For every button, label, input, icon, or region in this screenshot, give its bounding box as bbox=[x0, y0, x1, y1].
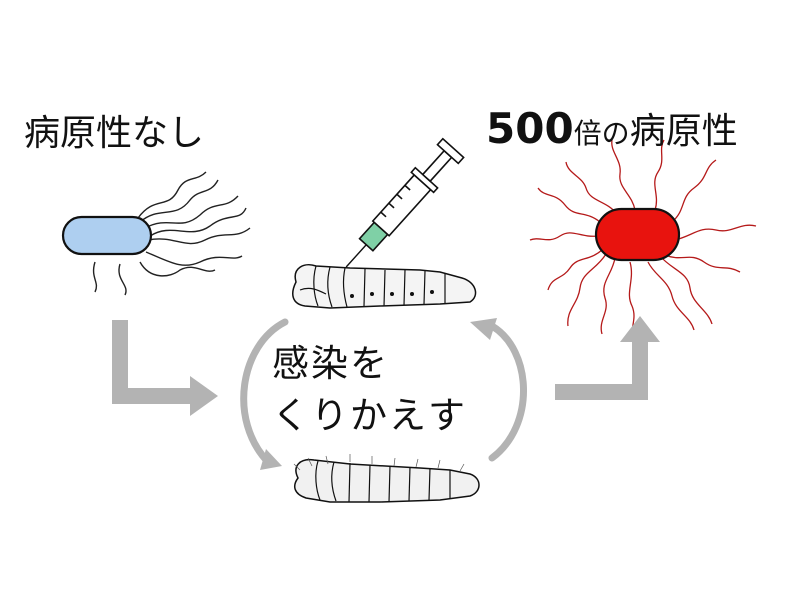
benign-bacterium-icon bbox=[61, 171, 251, 296]
silkworm-icon bbox=[292, 264, 477, 309]
cycle-arrowhead-left bbox=[260, 449, 282, 470]
no-pathogenicity-label: 病原性なし bbox=[24, 113, 205, 154]
pathogenicity-word: 病原性 bbox=[629, 111, 738, 152]
center-line-1: 感染を bbox=[272, 342, 389, 385]
virulent-bacterium-icon bbox=[529, 139, 757, 343]
pathogenicity-500x-label: 500倍の病原性 bbox=[486, 102, 738, 154]
flow-arrow-right-icon bbox=[555, 316, 660, 400]
center-line-2: くりかえす bbox=[272, 394, 467, 437]
syringe-icon bbox=[345, 137, 465, 268]
silkworm-icon-bottom bbox=[293, 454, 480, 503]
multiplier-number: 500 bbox=[486, 104, 574, 153]
repeat-infection-text: 感染を くりかえす bbox=[272, 338, 467, 442]
flow-arrow-left-icon bbox=[112, 320, 218, 416]
cycle-arrowhead-right bbox=[470, 318, 497, 340]
cycle-arrow-icon bbox=[240, 318, 527, 466]
multiplier-suffix: 倍の bbox=[573, 117, 630, 150]
